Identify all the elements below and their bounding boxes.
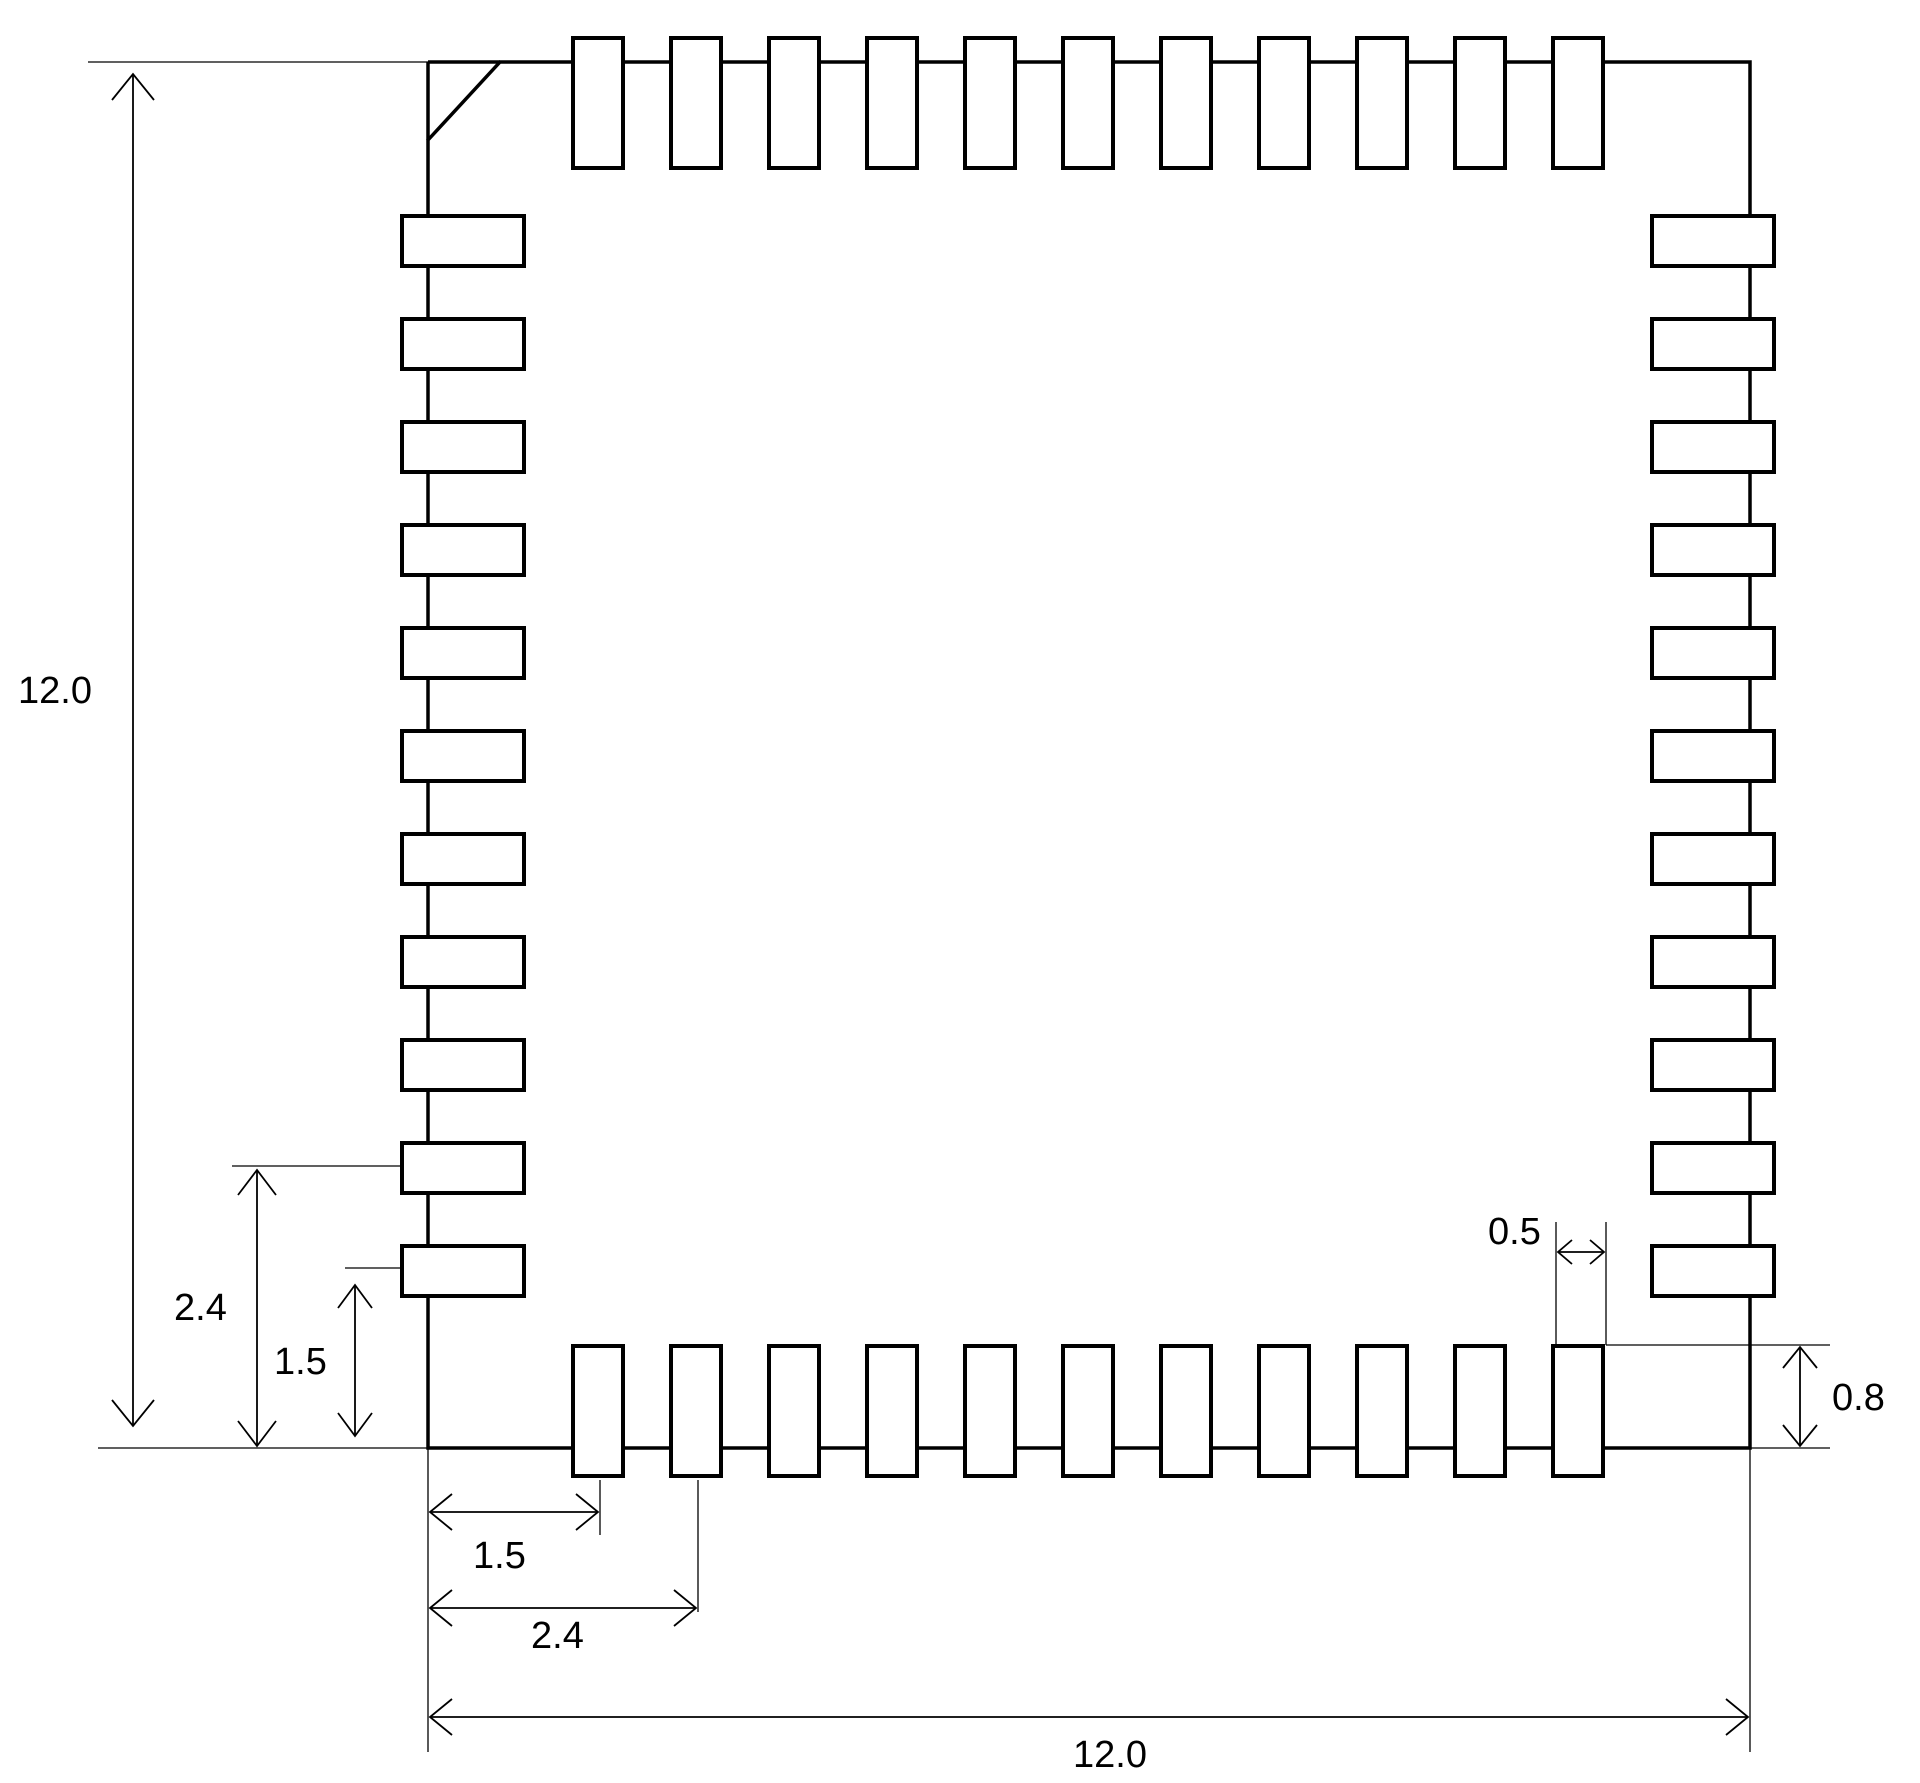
- pad: [400, 935, 526, 989]
- dimension-body-width: 12.0: [427, 1448, 1751, 1776]
- dimension-body-height: 12.0: [18, 61, 428, 1449]
- dimension-pad-width: 0.5: [1488, 1211, 1607, 1345]
- pad: [1453, 1344, 1507, 1478]
- dimension-label: 12.0: [1073, 1734, 1147, 1776]
- dimension-label: 0.8: [1832, 1377, 1885, 1419]
- pad: [400, 1244, 526, 1298]
- pad: [1650, 935, 1776, 989]
- pad: [669, 1344, 723, 1478]
- pad: [1061, 1344, 1115, 1478]
- dimension-pad-length: 0.8: [1606, 1344, 1885, 1449]
- pad: [1650, 420, 1776, 474]
- pad: [1650, 317, 1776, 371]
- pad: [400, 832, 526, 886]
- dimension-bottom-offset-large: 2.4: [428, 1480, 699, 1657]
- dimension-label: 12.0: [18, 670, 92, 712]
- pad: [865, 36, 919, 170]
- dimension-left-offset-large: 2.4: [174, 1165, 402, 1448]
- pad: [1650, 214, 1776, 268]
- pad: [1159, 36, 1213, 170]
- dimension-bottom-offset-small: 1.5: [428, 1480, 601, 1577]
- dimension-label: 2.4: [174, 1287, 227, 1329]
- pad: [1650, 626, 1776, 680]
- pads-left-column: [400, 214, 526, 1298]
- pad: [1159, 1344, 1213, 1478]
- pad: [767, 36, 821, 170]
- pad: [571, 1344, 625, 1478]
- pad: [400, 626, 526, 680]
- package-outline: [426, 60, 1752, 1450]
- pad: [963, 36, 1017, 170]
- dimension-label: 2.4: [531, 1615, 584, 1657]
- pad: [400, 729, 526, 783]
- pad: [1650, 523, 1776, 577]
- pad: [865, 1344, 919, 1478]
- pads-right-column: [1650, 214, 1776, 1298]
- pad: [1551, 36, 1605, 170]
- pad: [400, 1038, 526, 1092]
- dimension-label: 1.5: [473, 1535, 526, 1577]
- pad: [1453, 36, 1507, 170]
- pad: [1355, 36, 1409, 170]
- pad: [400, 214, 526, 268]
- pads-top-row: [571, 36, 1605, 170]
- dimension-label: 1.5: [274, 1341, 327, 1383]
- pad: [400, 1141, 526, 1195]
- pad: [1257, 1344, 1311, 1478]
- pads-bottom-row: [571, 1344, 1605, 1478]
- pad: [400, 420, 526, 474]
- pad: [1650, 1141, 1776, 1195]
- pad: [963, 1344, 1017, 1478]
- pad: [1257, 36, 1311, 170]
- dimension-left-offset-small: 1.5: [274, 1267, 402, 1438]
- pad: [400, 523, 526, 577]
- pad: [1061, 36, 1115, 170]
- dimension-label: 0.5: [1488, 1211, 1541, 1253]
- pad: [1650, 1244, 1776, 1298]
- pad: [1650, 832, 1776, 886]
- pad: [1551, 1344, 1605, 1478]
- pad: [571, 36, 625, 170]
- pad: [400, 317, 526, 371]
- pad: [1650, 1038, 1776, 1092]
- pad: [767, 1344, 821, 1478]
- pad: [1650, 729, 1776, 783]
- pad: [669, 36, 723, 170]
- pad: [1355, 1344, 1409, 1478]
